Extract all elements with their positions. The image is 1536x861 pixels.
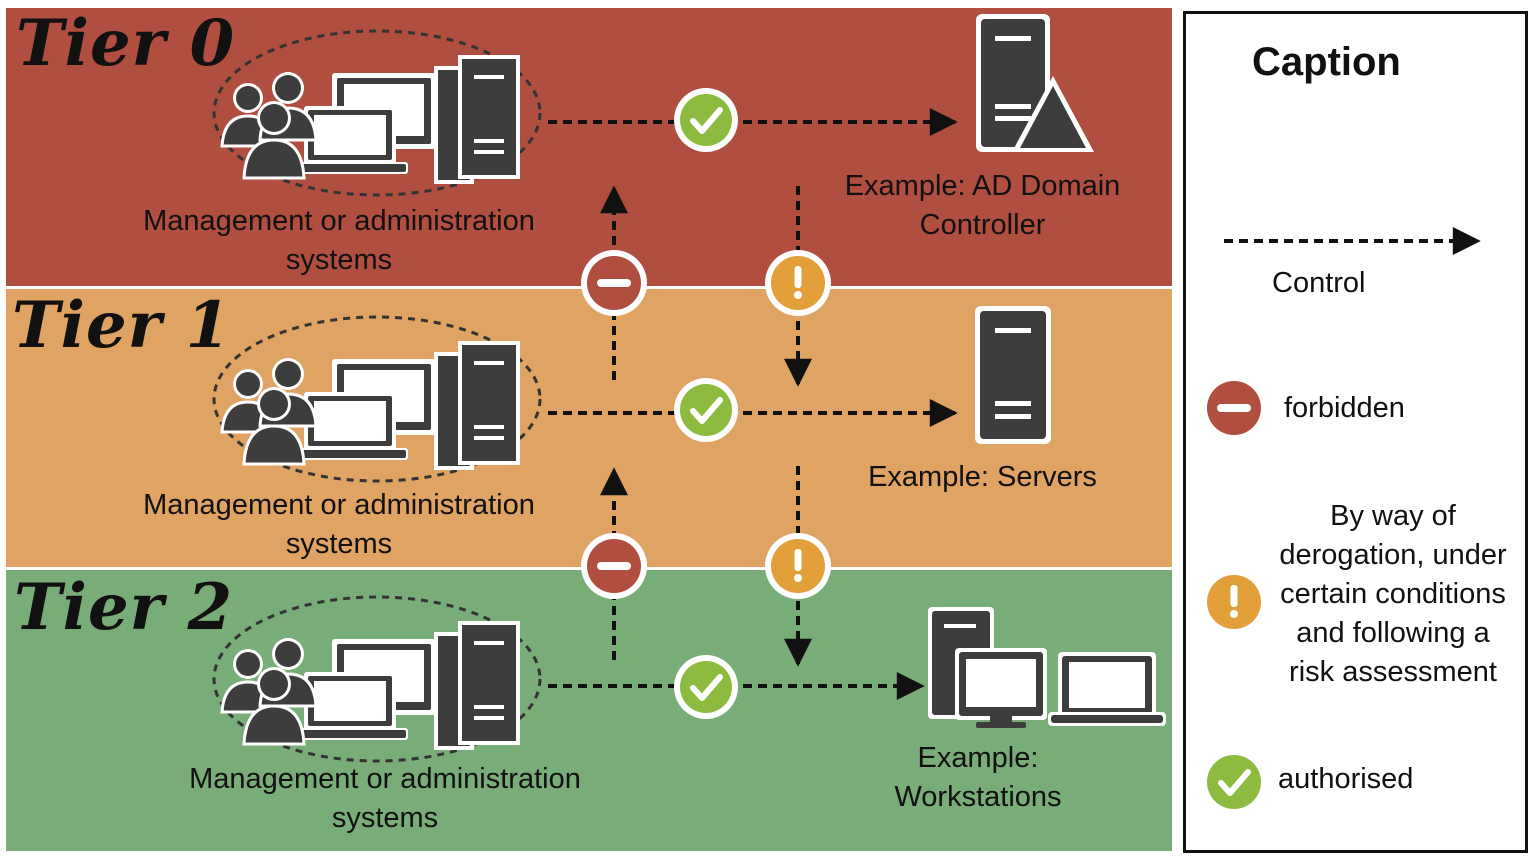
- legend-authorised-label: authorised: [1278, 763, 1414, 795]
- tier-1-admin-systems-icon: [212, 315, 542, 483]
- tier-1-authorised-icon: [674, 378, 738, 442]
- tier-0-authorised-icon: [674, 88, 738, 152]
- legend-derogation-label: By way of derogation, under certain cond…: [1279, 500, 1507, 688]
- tier-0-example-label: Example: AD Domain Controller: [844, 170, 1121, 241]
- tier-1-example-label: Example: Servers: [868, 461, 1097, 493]
- tier-0-title: Tier 0: [16, 6, 236, 81]
- legend-authorised-icon: [1207, 755, 1261, 809]
- legend-title: Caption: [1252, 40, 1401, 84]
- tier-2-authorised-icon: [674, 655, 738, 719]
- tier-1-to-2-derogation-icon: [765, 533, 831, 599]
- legend-forbidden-icon: [1207, 381, 1261, 435]
- tier-2-title: Tier 2: [14, 570, 234, 645]
- tier-1-title: Tier 1: [12, 288, 232, 363]
- workstations-icon: [928, 607, 1166, 728]
- tier-1-to-0-forbidden-icon: [581, 250, 647, 316]
- tier-2-to-1-forbidden-icon: [581, 533, 647, 599]
- legend-derogation-icon: [1207, 575, 1261, 629]
- tier-0-to-1-derogation-icon: [765, 250, 831, 316]
- tier-0-admin-label: Management or administration systems: [143, 205, 535, 276]
- legend-control-label: Control: [1272, 267, 1366, 299]
- tier-2-admin-systems-icon: [212, 595, 542, 763]
- tier-1-admin-label: Management or administration systems: [143, 489, 535, 560]
- domain-controller-icon: [976, 14, 1094, 152]
- tier-2-admin-label: Management or administration systems: [189, 763, 581, 834]
- tier-0-admin-systems-icon: [212, 29, 542, 197]
- server-icon: [975, 306, 1051, 444]
- legend-forbidden-label: forbidden: [1284, 392, 1405, 424]
- tier-2-example-label: Example: Workstations: [894, 742, 1062, 813]
